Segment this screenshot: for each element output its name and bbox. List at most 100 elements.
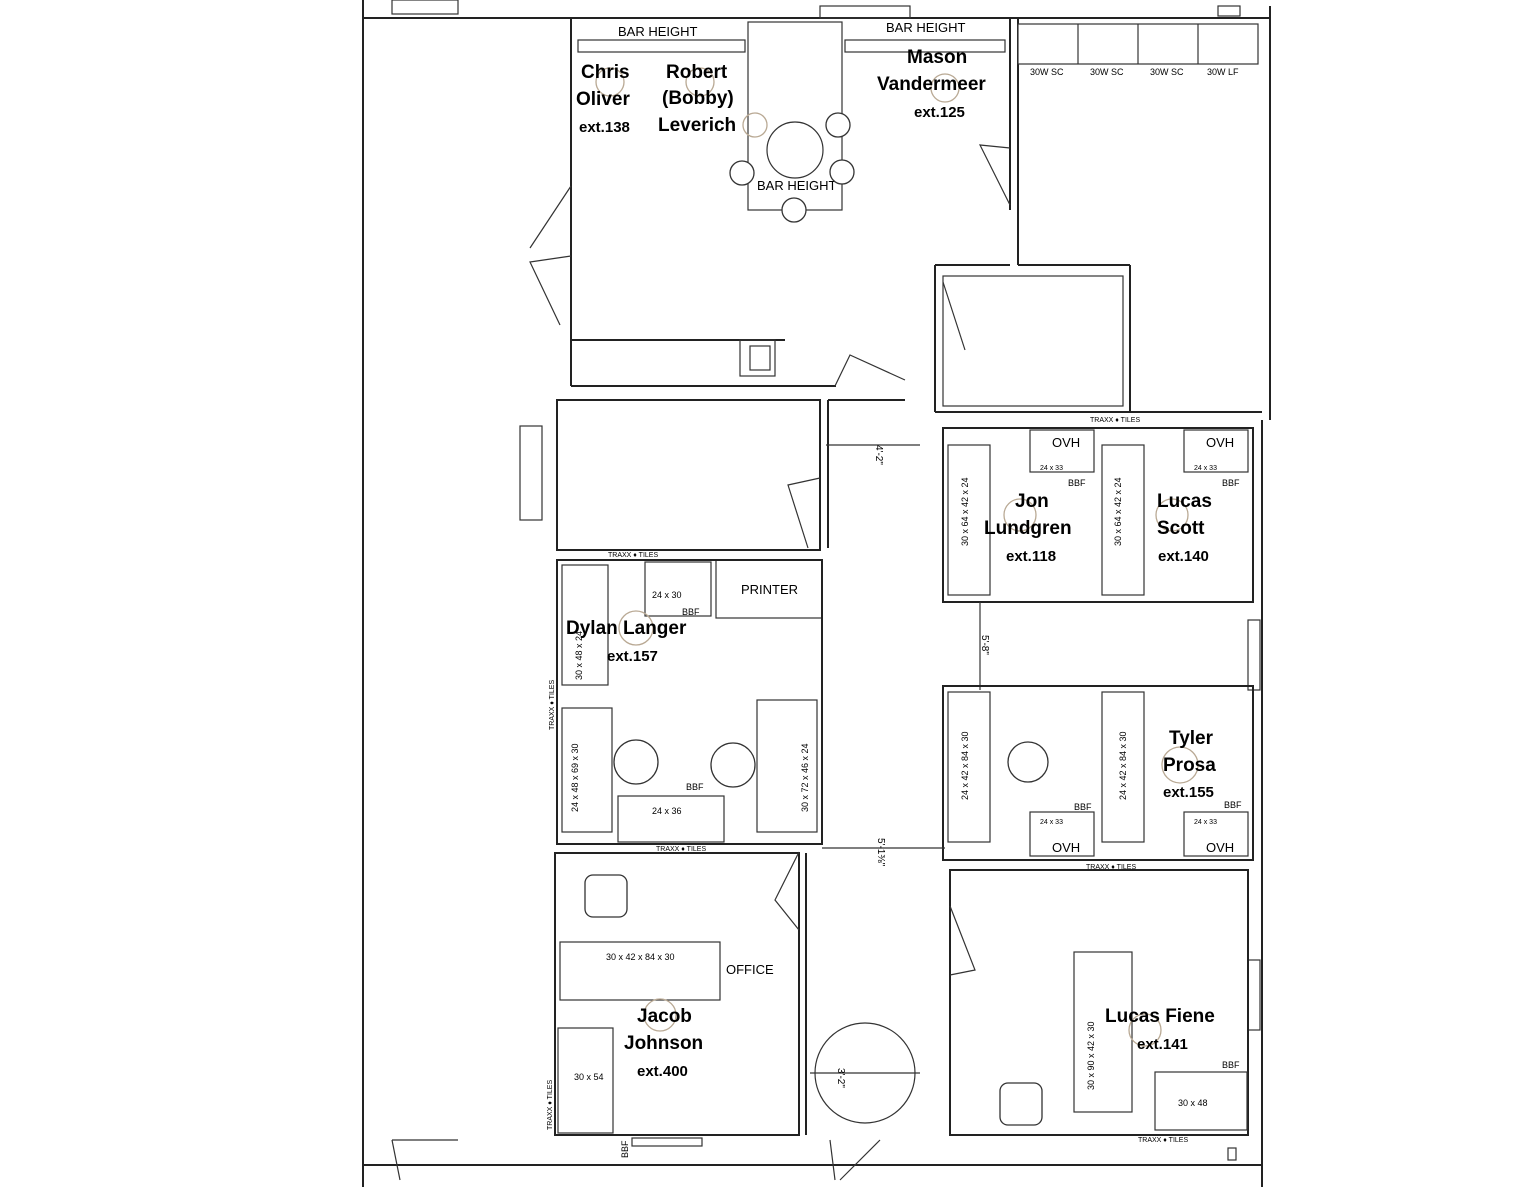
svg-text:Vandermeer: Vandermeer	[877, 74, 986, 95]
door-swing	[978, 144, 1011, 206]
traxx-label: TRAXX ♦ TILES	[1138, 1137, 1188, 1144]
desk-size: 24 x 36	[652, 806, 682, 816]
desk-size: 24 x 48 x 69 x 30	[570, 743, 580, 812]
stool	[829, 159, 855, 185]
desk-size: 24 x 30	[652, 590, 682, 600]
right-workstations-bottom: OVH OVH 24 x 33 24 x 33 BBF BBF 24 x 42 …	[942, 685, 1254, 871]
desk-size: 30 x 64 x 42 x 24	[1113, 477, 1123, 546]
svg-text:Scott: Scott	[1157, 518, 1205, 539]
chair	[930, 73, 960, 103]
traxx-label: TRAXX ♦ TILES	[549, 680, 556, 730]
desk-size: 24 x 42 x 84 x 30	[960, 731, 970, 800]
bbf-label: BBF	[1222, 1060, 1240, 1070]
chair	[1155, 498, 1189, 532]
chair	[643, 998, 677, 1032]
svg-text:ext.155: ext.155	[1163, 784, 1214, 801]
right-workstations-top: OVH OVH 24 x 33 24 x 33 BBF BBF 30 x 64 …	[942, 427, 1254, 690]
svg-text:Lundgren: Lundgren	[984, 518, 1072, 539]
bbf-label: BBF	[1222, 478, 1240, 488]
desk-size: 30 x 64 x 42 x 24	[960, 477, 970, 546]
ovh-label: OVH	[1052, 840, 1080, 855]
desk-size: 24 x 33	[1040, 819, 1063, 826]
desk-size: 24 x 33	[1194, 819, 1217, 826]
chair	[685, 67, 715, 97]
ovh-label: OVH	[1052, 435, 1080, 450]
svg-text:Leverich: Leverich	[658, 115, 736, 136]
occupant-dylan-langer: Dylan Langer ext.157	[566, 618, 687, 665]
chair	[1003, 498, 1037, 532]
printer	[715, 559, 823, 619]
bbf-label: BBF	[682, 607, 700, 617]
bbf-label: BBF	[1224, 800, 1242, 810]
desk-size: 30 x 48	[1178, 1098, 1208, 1108]
door-swing	[829, 1139, 881, 1181]
stool	[781, 197, 807, 223]
bottom-right-room: 30 x 90 x 42 x 30 30 x 48 BBF TRAXX ♦ TI…	[949, 869, 1249, 1144]
traxx-label: TRAXX ♦ TILES	[656, 846, 706, 853]
bar-height-label: BAR HEIGHT	[757, 178, 837, 193]
occupant-jacob-johnson: Jacob Johnson ext.400	[624, 1006, 703, 1080]
traxx-label: TRAXX ♦ TILES	[1090, 417, 1140, 424]
printer-label: PRINTER	[741, 582, 798, 597]
svg-text:ext.138: ext.138	[579, 119, 630, 136]
occupant-lucas-fiene: Lucas Fiene ext.141	[1105, 1006, 1215, 1053]
outer-walls	[362, 0, 1271, 1187]
bar-height-label: BAR HEIGHT	[886, 20, 966, 35]
stool	[742, 112, 768, 138]
occupant-tyler-prosa: Tyler Prosa ext.155	[1163, 728, 1216, 801]
svg-text:Lucas Fiene: Lucas Fiene	[1105, 1006, 1215, 1027]
svg-text:Jon: Jon	[1015, 491, 1049, 512]
cabinet-label: 30W SC	[1090, 67, 1124, 77]
desk-size: 30 x 42 x 84 x 30	[606, 952, 675, 962]
chair	[613, 739, 659, 785]
svg-text:Tyler: Tyler	[1169, 728, 1214, 749]
cabinet-label: 30W SC	[1150, 67, 1184, 77]
chair	[1128, 1013, 1162, 1047]
bbf-label: BBF	[686, 782, 704, 792]
svg-text:Prosa: Prosa	[1163, 755, 1216, 776]
armchair	[999, 1082, 1043, 1126]
door-swing	[942, 281, 966, 351]
occupant-chris-oliver: Chris Oliver ext.138	[576, 62, 630, 136]
dimension-label: 5'-1⅜"	[875, 838, 886, 867]
traxx-label: TRAXX ♦ TILES	[547, 1080, 554, 1130]
svg-text:Dylan Langer: Dylan Langer	[566, 618, 687, 639]
svg-text:Robert: Robert	[666, 62, 728, 83]
door-swing	[949, 905, 976, 976]
svg-text:ext.157: ext.157	[607, 648, 658, 665]
occupant-lucas-scott: Lucas Scott ext.140	[1157, 491, 1212, 565]
desk-size: 30 x 48 x 24	[574, 631, 584, 680]
desk-size: 24 x 42 x 84 x 30	[1118, 731, 1128, 800]
stool	[729, 160, 755, 186]
chair	[710, 742, 756, 788]
chair	[595, 67, 625, 97]
desk-size: 30 x 72 x 46 x 24	[800, 743, 810, 812]
bbf-label: BBF	[1068, 478, 1086, 488]
office-label: OFFICE	[726, 962, 774, 977]
svg-text:ext.140: ext.140	[1158, 548, 1209, 565]
round-room: 3'-2"	[805, 853, 920, 1135]
bbf-label: BBF	[1074, 802, 1092, 812]
svg-text:Mason: Mason	[907, 47, 967, 68]
door-swing	[529, 185, 572, 326]
door-swing	[834, 354, 906, 387]
svg-text:ext.118: ext.118	[1006, 548, 1056, 565]
svg-text:ext.141: ext.141	[1137, 1036, 1188, 1053]
ovh-label: OVH	[1206, 435, 1234, 450]
stool	[825, 112, 851, 138]
traxx-label: TRAXX ♦ TILES	[1086, 864, 1136, 871]
cabinet-label: 30W LF	[1207, 67, 1239, 77]
cabinet-label: 30W SC	[1030, 67, 1064, 77]
chair	[1161, 746, 1199, 784]
bbf-label: BBF	[620, 1140, 630, 1158]
bar-height-label: BAR HEIGHT	[618, 24, 698, 39]
desk-size: 24 x 33	[1040, 465, 1063, 472]
svg-text:Oliver: Oliver	[576, 89, 630, 110]
svg-text:Chris: Chris	[581, 62, 630, 83]
desk-size: 24 x 33	[1194, 465, 1217, 472]
chair	[1007, 741, 1049, 783]
desk-size: 30 x 54	[574, 1072, 604, 1082]
occupant-robert-leverich: Robert (Bobby) Leverich	[658, 62, 736, 136]
door-swing	[774, 851, 800, 931]
